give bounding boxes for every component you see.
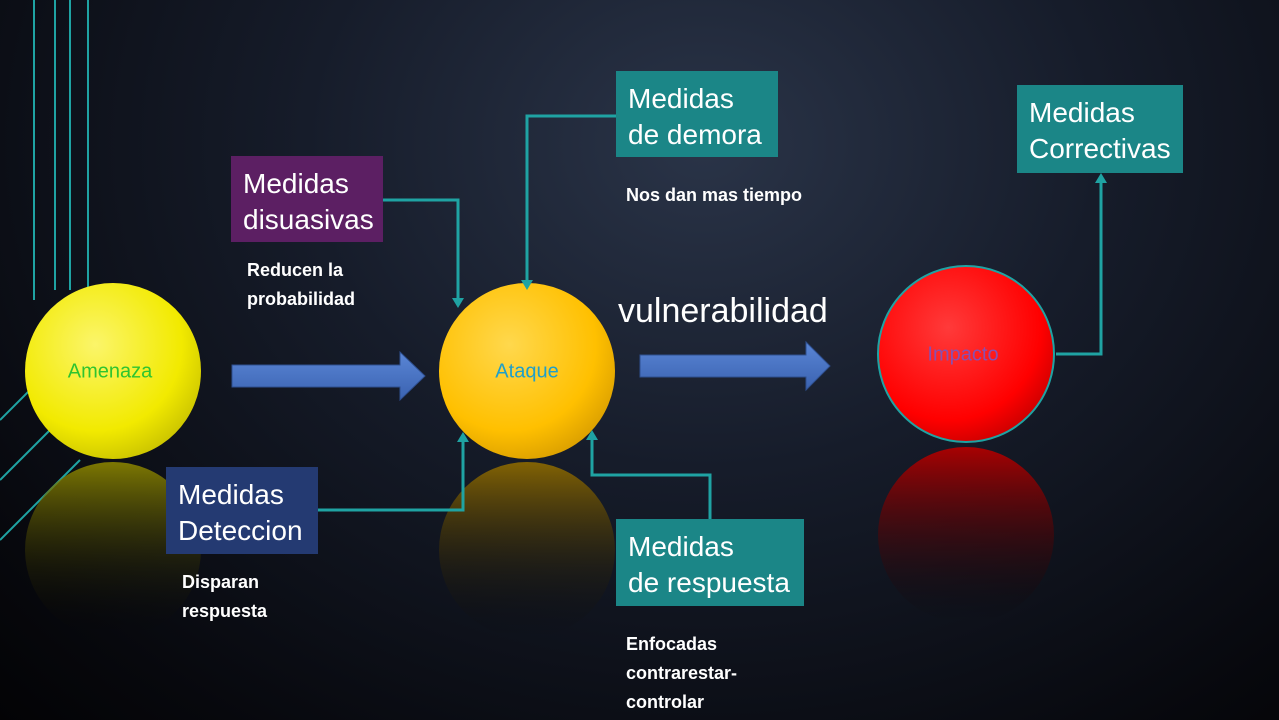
- impacto-node: [877, 265, 1055, 443]
- note-line: controlar: [626, 692, 705, 712]
- impacto-reflection: [878, 447, 1054, 623]
- note-demora: Nos dan mas tiempo: [626, 181, 802, 210]
- box-line: Medidas: [1029, 97, 1135, 128]
- note-line: Reducen la: [247, 260, 344, 280]
- ataque-label: Ataque: [495, 360, 559, 383]
- amenaza-reflection: [25, 462, 201, 638]
- box-medidas-correctivas: Medidas Correctivas: [1017, 85, 1183, 173]
- note-disuasivas: Reducen la probabilidad: [247, 256, 355, 314]
- connector-respuesta: [590, 440, 712, 519]
- note-respuesta: Enfocadas contrarestar- controlar: [626, 630, 737, 717]
- note-line: Enfocadas: [626, 634, 718, 654]
- note-line: probabilidad: [247, 289, 355, 309]
- note-line: Nos dan mas tiempo: [626, 185, 803, 205]
- connector-deteccion: [318, 442, 465, 512]
- connector-arrowheads: [452, 173, 1107, 442]
- ataque-reflection: [439, 462, 615, 638]
- box-line: disuasivas: [243, 204, 374, 235]
- connector-disuasivas: [383, 198, 460, 298]
- box-line: de respuesta: [628, 567, 790, 598]
- note-line: Disparan: [182, 572, 260, 592]
- impacto-label: Impacto: [927, 343, 999, 366]
- connectors: [318, 114, 1103, 519]
- box-medidas-deteccion: Medidas Deteccion: [166, 467, 318, 554]
- arrow-amenaza-to-ataque: [231, 350, 426, 402]
- note-line: contrarestar-: [626, 663, 738, 683]
- box-line: Deteccion: [178, 515, 303, 546]
- box-medidas-respuesta: Medidas de respuesta: [616, 519, 804, 606]
- ataque-node: [439, 283, 615, 459]
- connector-correctivas: [1056, 183, 1103, 356]
- box-line: Medidas: [628, 83, 734, 114]
- box-line: Medidas: [243, 168, 349, 199]
- box-line: de demora: [628, 119, 762, 150]
- box-line: Medidas: [628, 531, 734, 562]
- amenaza-node: [25, 283, 201, 459]
- box-medidas-demora: Medidas de demora: [616, 71, 778, 157]
- connector-demora: [525, 114, 616, 280]
- amenaza-label: Amenaza: [67, 360, 153, 383]
- arrow-ataque-to-impacto: [639, 340, 831, 392]
- box-line: Medidas: [178, 479, 284, 510]
- vulnerability-label: vulnerabilidad: [618, 292, 828, 330]
- box-medidas-disuasivas: Medidas disuasivas: [231, 156, 383, 242]
- background-decor-lines: [0, 0, 89, 541]
- note-line: respuesta: [182, 601, 268, 621]
- box-line: Correctivas: [1029, 133, 1171, 164]
- note-deteccion: Disparan respuesta: [182, 568, 267, 626]
